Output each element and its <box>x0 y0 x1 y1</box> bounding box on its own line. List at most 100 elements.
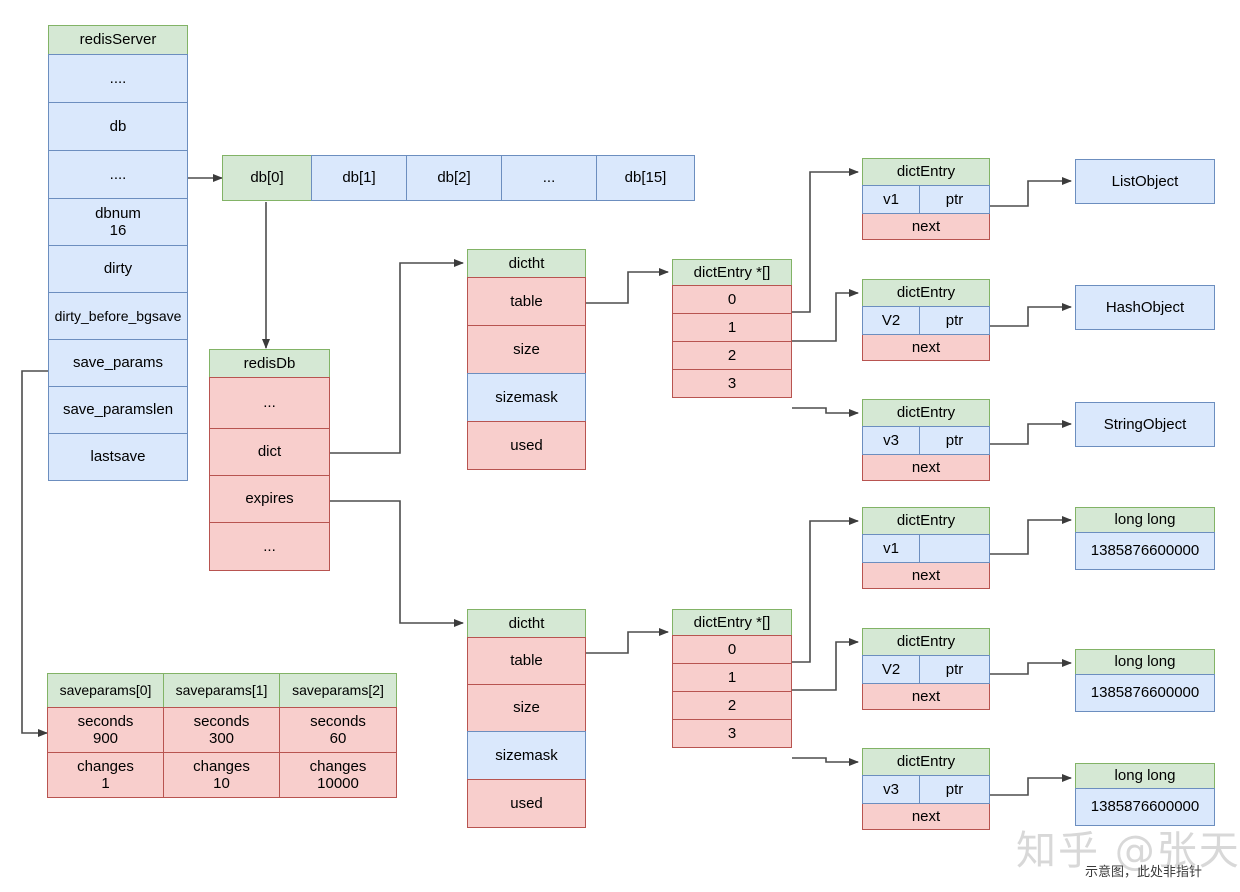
bucket-top-array: dictEntry *[] 0 1 2 3 <box>672 259 792 398</box>
bucket-top-slot-1[interactable]: 1 <box>672 313 792 342</box>
dict-entry-4-next: next <box>862 562 990 589</box>
hash-object-label: HashObject <box>1075 285 1215 330</box>
dictht-bottom-field-sizemask: sizemask <box>467 731 586 780</box>
wire-entry2-to-object <box>990 303 1072 327</box>
redis-db-field-dict: dict <box>209 428 330 476</box>
saveparams-header-0: saveparams[0] <box>47 673 164 708</box>
dict-entry-4-ptr <box>919 534 990 563</box>
redis-server-field-save-params: save_params <box>48 339 188 387</box>
long-long-3-header: long long <box>1075 763 1215 789</box>
dict-entry-6-key: v3 <box>862 775 920 804</box>
long-long-2-header: long long <box>1075 649 1215 675</box>
dict-entry-2-ptr: ptr <box>919 306 990 335</box>
bucket-bottom-slot-2[interactable]: 2 <box>672 691 792 720</box>
dict-entry-1-ptr: ptr <box>919 185 990 214</box>
dictht-bottom-struct: dictht table size sizemask used <box>467 609 586 828</box>
saveparams-header-1: saveparams[1] <box>163 673 280 708</box>
redis-db-header: redisDb <box>209 349 330 378</box>
diagram-caption: 示意图，此处非指针 <box>1085 865 1203 880</box>
wire-bucket-top-2 <box>792 289 859 342</box>
bucket-top-slot-3[interactable]: 3 <box>672 369 792 398</box>
wire-entry4-to-value <box>990 516 1072 555</box>
list-object-box: ListObject <box>1075 159 1215 204</box>
dict-entry-1: dictEntry v1 ptr next <box>862 158 990 240</box>
saveparams-table: saveparams[0] saveparams[1] saveparams[2… <box>47 673 397 798</box>
dict-entry-6-header: dictEntry <box>862 748 990 776</box>
dict-entry-5-key: V2 <box>862 655 920 684</box>
redis-server-field-dirty: dirty <box>48 245 188 293</box>
redis-server-field-dots2: .... <box>48 150 188 199</box>
saveparams-1-changes: changes 10 <box>163 752 280 798</box>
db-array: db[0] db[1] db[2] ... db[15] <box>222 155 695 201</box>
saveparams-header-2: saveparams[2] <box>279 673 397 708</box>
bucket-top-slot-2[interactable]: 2 <box>672 341 792 370</box>
dict-entry-2-header: dictEntry <box>862 279 990 307</box>
long-long-box-1: long long 1385876600000 <box>1075 507 1215 570</box>
redis-server-field-save-paramslen: save_paramslen <box>48 386 188 434</box>
saveparams-header-row: saveparams[0] saveparams[1] saveparams[2… <box>47 673 397 708</box>
wire-entry1-to-object <box>990 177 1072 207</box>
db-array-cell-15[interactable]: db[15] <box>596 155 695 201</box>
dictht-top-field-table: table <box>467 277 586 326</box>
wire-bucket-bottom-2 <box>792 638 859 691</box>
redis-server-field-dbnum: dbnum 16 <box>48 198 188 246</box>
dictht-top-header: dictht <box>467 249 586 278</box>
long-long-1-header: long long <box>1075 507 1215 533</box>
dict-entry-2: dictEntry V2 ptr next <box>862 279 990 361</box>
dict-entry-5: dictEntry V2 ptr next <box>862 628 990 710</box>
dict-entry-4: dictEntry v1 next <box>862 507 990 589</box>
wire-entry5-to-value <box>990 659 1072 675</box>
dict-entry-3-key: v3 <box>862 426 920 455</box>
bucket-bottom-slot-1[interactable]: 1 <box>672 663 792 692</box>
db-array-cell-0[interactable]: db[0] <box>222 155 312 201</box>
dictht-top-struct: dictht table size sizemask used <box>467 249 586 470</box>
long-long-2-value: 1385876600000 <box>1075 674 1215 712</box>
bucket-bottom-slot-3[interactable]: 3 <box>672 719 792 748</box>
saveparams-1-seconds: seconds 300 <box>163 707 280 753</box>
wire-bucket-bottom-3 <box>792 757 859 766</box>
long-long-1-value: 1385876600000 <box>1075 532 1215 570</box>
dict-entry-5-ptr: ptr <box>919 655 990 684</box>
db-array-cell-1[interactable]: db[1] <box>311 155 407 201</box>
dictht-bottom-field-table: table <box>467 637 586 685</box>
dict-entry-5-header: dictEntry <box>862 628 990 656</box>
dict-entry-4-header: dictEntry <box>862 507 990 535</box>
wire-entry3-to-object <box>990 420 1072 445</box>
hash-object-box: HashObject <box>1075 285 1215 330</box>
dict-entry-6-ptr: ptr <box>919 775 990 804</box>
bucket-top-header: dictEntry *[] <box>672 259 792 286</box>
long-long-box-3: long long 1385876600000 <box>1075 763 1215 826</box>
redis-db-field-dots1: ... <box>209 377 330 429</box>
wire-bucket-bottom-1 <box>792 517 859 663</box>
bucket-bottom-header: dictEntry *[] <box>672 609 792 636</box>
bucket-top-slot-0[interactable]: 0 <box>672 285 792 314</box>
dictht-top-field-sizemask: sizemask <box>467 373 586 422</box>
saveparams-row-changes: changes 1 changes 10 changes 10000 <box>47 752 397 798</box>
dict-entry-4-key: v1 <box>862 534 920 563</box>
saveparams-0-changes: changes 1 <box>47 752 164 798</box>
dict-entry-2-next: next <box>862 334 990 361</box>
dict-entry-3-next: next <box>862 454 990 481</box>
wire-table-to-bucket-bottom <box>586 628 669 654</box>
wire-dict-to-dictht-top <box>330 259 464 454</box>
dict-entry-2-key: V2 <box>862 306 920 335</box>
string-object-box: StringObject <box>1075 402 1215 447</box>
redis-server-field-dots1: .... <box>48 54 188 103</box>
redis-server-field-lastsave: lastsave <box>48 433 188 481</box>
dict-entry-5-next: next <box>862 683 990 710</box>
bucket-bottom-slot-0[interactable]: 0 <box>672 635 792 664</box>
redis-db-struct: redisDb ... dict expires ... <box>209 349 330 571</box>
dictht-bottom-field-size: size <box>467 684 586 732</box>
db-array-cell-ellipsis: ... <box>501 155 597 201</box>
saveparams-2-seconds: seconds 60 <box>279 707 397 753</box>
dictht-bottom-field-used: used <box>467 779 586 828</box>
redis-server-header: redisServer <box>48 25 188 55</box>
saveparams-0-seconds: seconds 900 <box>47 707 164 753</box>
saveparams-2-changes: changes 10000 <box>279 752 397 798</box>
dict-entry-1-next: next <box>862 213 990 240</box>
dict-entry-6-next: next <box>862 803 990 830</box>
db-array-cell-2[interactable]: db[2] <box>406 155 502 201</box>
dict-entry-6: dictEntry v3 ptr next <box>862 748 990 830</box>
wire-expires-to-dictht-bottom <box>330 500 464 627</box>
